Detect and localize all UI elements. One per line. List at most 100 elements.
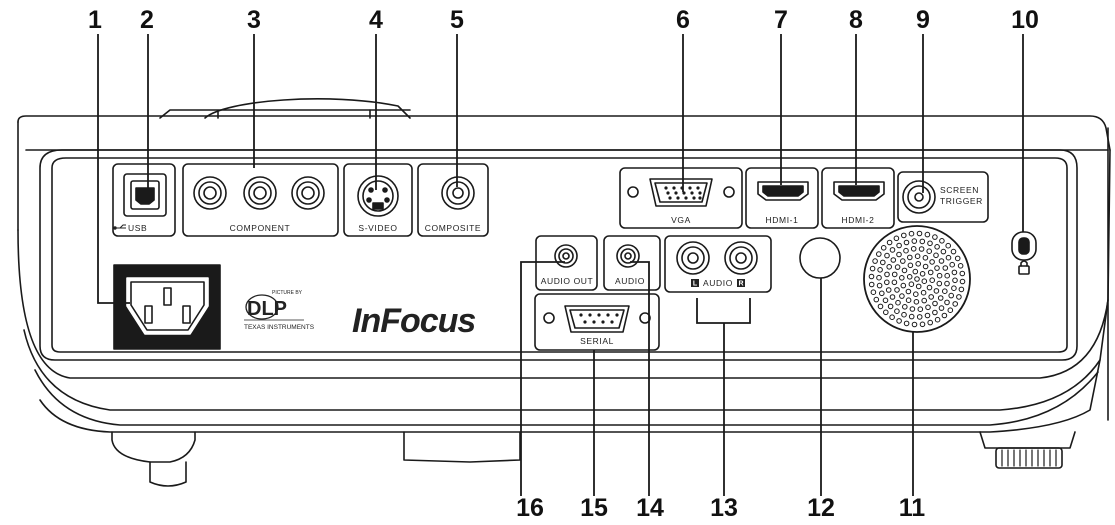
speaker-hole [884, 271, 890, 278]
speaker-hole [907, 254, 913, 261]
callout-12: 12 [807, 494, 835, 522]
screen-trigger-label-line2: TRIGGER [940, 196, 983, 206]
speaker-hole [900, 258, 906, 264]
speaker-hole [914, 253, 921, 260]
speaker-hole [869, 265, 876, 272]
speaker-hole [919, 271, 926, 277]
speaker-hole [915, 261, 922, 267]
speaker-hole [911, 321, 918, 328]
speaker-hole [906, 274, 913, 280]
speaker-hole [919, 238, 926, 245]
speaker-hole [894, 264, 901, 270]
speaker-hole [895, 299, 901, 306]
speaker-hole [927, 319, 934, 326]
speaker-hole [938, 305, 945, 311]
speaker-hole [929, 259, 935, 265]
speaker-hole [912, 268, 919, 275]
callout-9: 9 [916, 6, 930, 34]
speaker-hole [945, 242, 952, 249]
speaker-hole [868, 273, 875, 280]
svg-text:PICTURE BY: PICTURE BY [272, 290, 303, 296]
speaker-hole [949, 261, 956, 268]
speaker-hole [886, 264, 893, 270]
speaker-hole [936, 280, 943, 287]
speaker-hole [928, 294, 935, 300]
callout-5: 5 [450, 6, 464, 34]
speaker-hole [917, 306, 924, 313]
speaker-hole [891, 279, 898, 286]
dlp-logo: PICTURE BY DLP TEXAS INSTRUMENTS [244, 290, 315, 331]
speaker-hole [876, 274, 882, 281]
speaker-hole [903, 320, 910, 327]
speaker-hole [880, 259, 886, 266]
speaker-hole [932, 300, 938, 307]
speaker-hole [958, 286, 965, 293]
speaker-hole [950, 248, 957, 255]
speaker-hole [884, 279, 890, 286]
speaker-hole [885, 287, 892, 293]
speaker-hole [921, 297, 928, 304]
speaker-hole [899, 275, 905, 281]
speaker-hole [933, 288, 940, 294]
speaker-hole [915, 283, 922, 290]
speaker-hole [909, 306, 916, 312]
speaker-hole [914, 276, 920, 282]
speaker-hole [922, 263, 929, 270]
speaker-hole [922, 254, 929, 261]
speaker-hole [959, 270, 966, 277]
serial-label: SERIAL [580, 336, 614, 346]
speaker-hole [944, 280, 950, 287]
speaker-hole [937, 295, 944, 301]
component-label: COMPONENT [230, 223, 291, 233]
speaker-hole [932, 309, 938, 316]
speaker-hole [889, 314, 895, 321]
speaker-hole [872, 258, 878, 264]
callout-3: 3 [247, 6, 261, 34]
speaker-hole [913, 299, 920, 305]
callout-13: 13 [710, 494, 738, 522]
callout-4: 4 [369, 6, 383, 34]
speaker-hole [951, 285, 957, 292]
usb-label: USB [128, 223, 147, 233]
speaker-hole [939, 238, 945, 244]
speaker-hole [920, 289, 927, 296]
svg-text:TEXAS INSTRUMENTS: TEXAS INSTRUMENTS [244, 324, 315, 331]
callout-7: 7 [774, 6, 788, 34]
composite-label: COMPOSITE [425, 223, 481, 233]
speaker-hole [901, 267, 908, 274]
speaker-hole [913, 291, 919, 298]
speaker-hole [929, 277, 936, 284]
speaker-hole [908, 230, 915, 237]
speaker-hole [876, 282, 883, 289]
speaker-hole [876, 251, 882, 257]
speaker-hole [883, 309, 889, 316]
speaker-hole [926, 248, 933, 254]
callout-15: 15 [580, 494, 608, 522]
audio-lr-label: AUDIO [703, 278, 733, 288]
audio-in-label: AUDIO [615, 276, 645, 286]
audio-l-label: L [693, 281, 698, 288]
svideo-label: S-VIDEO [358, 223, 397, 233]
screen-trigger-label-line1: SCREEN [940, 185, 979, 195]
callout-11: 11 [898, 494, 926, 522]
speaker-hole [894, 287, 900, 293]
speaker-hole [942, 288, 948, 295]
speaker-hole [896, 251, 902, 258]
speaker-hole [938, 258, 945, 264]
speaker-hole [934, 265, 940, 271]
audio-out-label: AUDIO OUT [541, 276, 594, 286]
speaker-hole [959, 278, 966, 285]
speaker-hole [948, 292, 955, 299]
callout-16: 16 [516, 494, 544, 522]
speaker-hole [944, 272, 951, 279]
speaker-hole [916, 314, 923, 320]
usb-icon [113, 224, 126, 230]
speaker-hole [925, 304, 931, 311]
speaker-hole [879, 290, 885, 297]
speaker-hole [936, 272, 943, 279]
callout-14: 14 [636, 494, 664, 522]
speaker-hole [899, 293, 905, 299]
speaker-hole [934, 244, 940, 250]
